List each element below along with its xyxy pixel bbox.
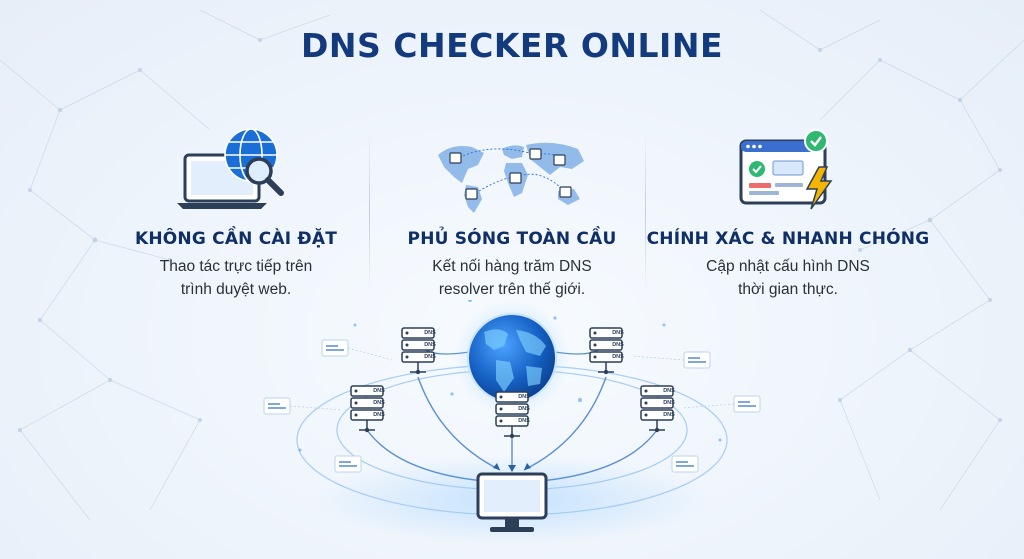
server-labels: DNS DNS DNS DNS DNS DNS DNS DNS DNS DNS …	[373, 330, 675, 424]
dns-label: DNS	[612, 354, 624, 360]
page-title: DNS CHECKER ONLINE	[300, 26, 723, 65]
feature-description: Cập nhật cấu hình DNS thời gian thực.	[638, 255, 938, 301]
feature-heading: KHÔNG CẦN CÀI ĐẶT	[134, 229, 337, 249]
world-map-servers-icon	[362, 125, 662, 217]
feature-description-line: Kết nối hàng trăm DNS	[432, 258, 592, 275]
dns-label: DNS	[518, 394, 530, 400]
laptop-globe-search-icon	[86, 125, 386, 217]
globe-icon	[467, 313, 557, 403]
feature-description-line: resolver trên thế giới.	[438, 281, 586, 298]
dns-label: DNS	[373, 400, 385, 406]
feature-description-line: Thao tác trực tiếp trên	[159, 258, 313, 275]
feature-no-install: KHÔNG CẦN CÀI ĐẶT Thao tác trực tiếp trê…	[86, 125, 386, 301]
sparkle-dots	[298, 300, 722, 452]
divider	[369, 132, 370, 292]
feature-accurate-fast: CHÍNH XÁC & NHANH CHÓNG Cập nhật cấu hìn…	[638, 125, 938, 301]
feature-description: Thao tác trực tiếp trên trình duyệt web.	[86, 255, 386, 301]
dns-label: DNS	[518, 418, 530, 424]
dns-label: DNS	[424, 342, 436, 348]
dns-label: DNS	[424, 330, 436, 336]
feature-description-line: Cập nhật cấu hình DNS	[706, 258, 870, 275]
dns-label: DNS	[612, 330, 624, 336]
feature-global-coverage: PHỦ SÓNG TOÀN CẦU Kết nối hàng trăm DNS …	[362, 125, 662, 301]
feature-heading: CHÍNH XÁC & NHANH CHÓNG	[646, 229, 930, 249]
dns-label: DNS	[663, 388, 675, 394]
dns-network-diagram: DNS DNS DNS DNS DNS DNS DNS DNS DNS DNS …	[263, 300, 761, 545]
divider	[645, 132, 646, 292]
info-cards	[263, 339, 761, 473]
browser-check-lightning-icon	[638, 125, 938, 217]
feature-description: Kết nối hàng trăm DNS resolver trên thế …	[362, 255, 662, 301]
dns-label: DNS	[373, 412, 385, 418]
dns-label: DNS	[612, 342, 624, 348]
feature-description-line: trình duyệt web.	[180, 281, 292, 298]
dns-label: DNS	[424, 354, 436, 360]
dns-label: DNS	[518, 406, 530, 412]
feature-description-line: thời gian thực.	[738, 281, 838, 298]
monitor-icon	[476, 472, 548, 532]
dns-label: DNS	[373, 388, 385, 394]
dns-label: DNS	[663, 412, 675, 418]
feature-heading: PHỦ SÓNG TOÀN CẦU	[407, 229, 617, 249]
dns-label: DNS	[663, 400, 675, 406]
